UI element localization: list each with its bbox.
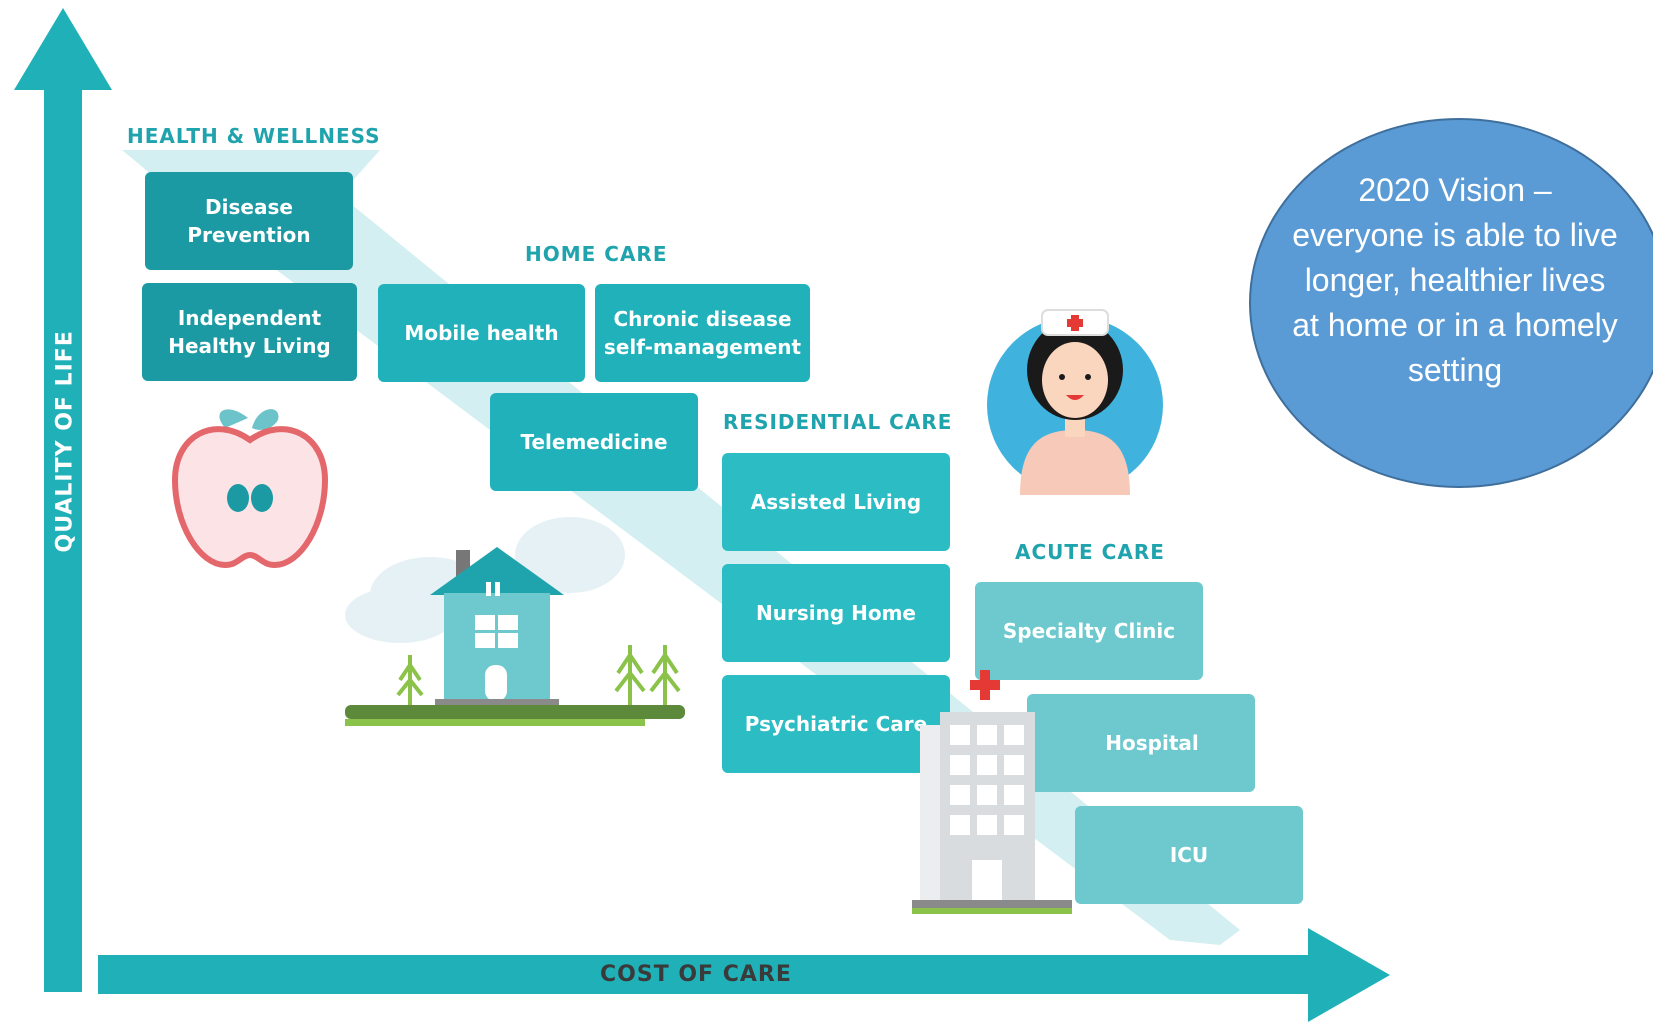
disease-prevention-box: Disease Prevention [145, 172, 353, 270]
vision-text: 2020 Vision – everyone is able to live l… [1292, 172, 1618, 388]
y-axis-arrow [14, 8, 112, 992]
independent-healthy-living-box: Independent Healthy Living [142, 283, 357, 381]
assisted-living-box: Assisted Living [722, 453, 950, 551]
hospital-icon [912, 670, 1072, 914]
y-axis-label: QUALITY OF LIFE [52, 330, 78, 553]
psychiatric-care-box: Psychiatric Care [722, 675, 950, 773]
x-axis-label: COST OF CARE [600, 962, 792, 987]
nursing-home-box: Nursing Home [722, 564, 950, 662]
nurse-icon [987, 309, 1163, 495]
mobile-health-box: Mobile health [378, 284, 585, 382]
acute-care-title: ACUTE CARE [1015, 540, 1165, 564]
apple-icon [171, 409, 329, 569]
x-axis-arrow [98, 928, 1390, 1022]
telemedicine-box: Telemedicine [490, 393, 698, 491]
health-wellness-title: HEALTH & WELLNESS [127, 124, 381, 148]
vision-bubble [1249, 118, 1653, 488]
home-care-title: HOME CARE [525, 242, 668, 266]
residential-care-title: RESIDENTIAL CARE [723, 410, 953, 434]
house-icon [345, 517, 685, 726]
specialty-clinic-box: Specialty Clinic [975, 582, 1203, 680]
hospital-box: Hospital [1027, 694, 1255, 792]
chronic-disease-box: Chronic disease self-management [595, 284, 810, 382]
icu-box: ICU [1075, 806, 1303, 904]
